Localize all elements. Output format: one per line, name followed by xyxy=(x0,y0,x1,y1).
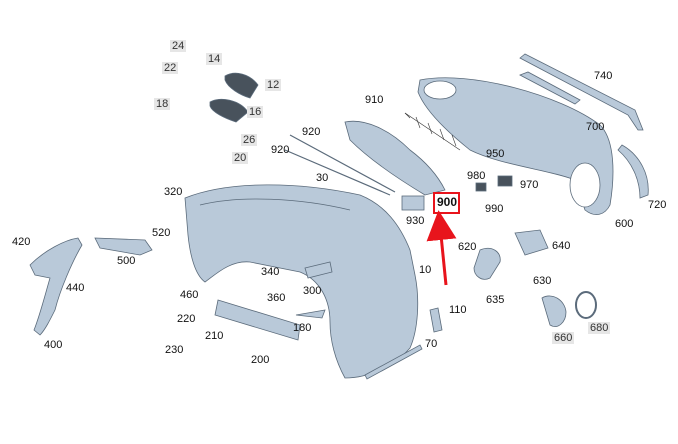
part-300 xyxy=(304,261,333,279)
label-660: 660 xyxy=(552,332,575,344)
label-230: 230 xyxy=(165,344,184,356)
label-910: 910 xyxy=(365,94,384,106)
label-440: 440 xyxy=(66,282,85,294)
part-ring-720 xyxy=(617,144,649,199)
label-460: 460 xyxy=(180,289,199,301)
highlight-box xyxy=(433,192,460,214)
part-grille-200 xyxy=(214,299,301,341)
label-24: 24 xyxy=(170,40,187,52)
label-420: 420 xyxy=(12,236,31,248)
label-920b: 920 xyxy=(271,144,290,156)
part-bracket-400 xyxy=(29,237,83,336)
part-trim-740 xyxy=(519,53,644,131)
part-16 xyxy=(209,98,249,123)
label-980: 980 xyxy=(467,170,486,182)
label-990: 990 xyxy=(485,203,504,215)
part-970 xyxy=(497,175,513,187)
label-920a: 920 xyxy=(302,126,321,138)
label-20: 20 xyxy=(232,152,249,164)
part-diffuser xyxy=(417,77,614,215)
part-180 xyxy=(295,309,326,319)
label-900: 900 xyxy=(437,195,458,209)
part-strip-70 xyxy=(364,344,423,380)
label-360: 360 xyxy=(267,292,286,304)
part-duct-620 xyxy=(473,247,501,280)
label-950: 950 xyxy=(486,148,505,160)
label-520: 520 xyxy=(152,227,171,239)
label-26: 26 xyxy=(241,134,258,146)
label-320: 320 xyxy=(164,186,183,198)
label-70: 70 xyxy=(425,338,438,350)
label-720: 720 xyxy=(648,199,667,211)
label-600: 600 xyxy=(615,218,634,230)
label-500: 500 xyxy=(117,255,136,267)
part-980 xyxy=(475,182,487,192)
label-220: 220 xyxy=(177,313,196,325)
label-110: 110 xyxy=(449,304,467,316)
label-740: 740 xyxy=(594,70,613,82)
label-970: 970 xyxy=(520,179,539,191)
label-640: 640 xyxy=(552,240,571,252)
label-200: 200 xyxy=(251,354,270,366)
part-trim-700 xyxy=(519,71,581,105)
part-ring-680 xyxy=(575,291,597,319)
parts xyxy=(29,53,649,380)
part-strip-110 xyxy=(429,307,443,333)
label-30: 30 xyxy=(316,172,329,184)
label-180: 180 xyxy=(293,322,312,334)
part-bracket-500 xyxy=(94,237,153,256)
label-18: 18 xyxy=(154,98,171,110)
part-rod-920b xyxy=(284,149,391,196)
part-930 xyxy=(401,195,425,211)
label-400: 400 xyxy=(44,339,63,351)
label-620: 620 xyxy=(458,241,477,253)
part-640 xyxy=(514,229,549,256)
label-22: 22 xyxy=(162,62,179,74)
part-rod-920a xyxy=(289,134,396,193)
part-660 xyxy=(541,295,567,327)
label-340: 340 xyxy=(261,266,280,278)
label-16: 16 xyxy=(247,106,264,118)
label-635: 635 xyxy=(486,294,505,306)
part-cover-12 xyxy=(224,72,259,99)
label-300: 300 xyxy=(303,285,322,297)
label-12: 12 xyxy=(265,79,282,91)
leader-lines xyxy=(404,112,461,151)
label-630: 630 xyxy=(533,275,552,287)
label-10: 10 xyxy=(419,264,432,276)
label-210: 210 xyxy=(205,330,224,342)
label-680: 680 xyxy=(588,322,611,334)
label-930: 930 xyxy=(406,215,425,227)
part-bracket-950 xyxy=(344,120,446,196)
label-700: 700 xyxy=(586,121,605,133)
part-bumper-cover xyxy=(184,184,419,379)
label-14: 14 xyxy=(206,53,223,65)
highlight-arrow xyxy=(426,210,457,286)
